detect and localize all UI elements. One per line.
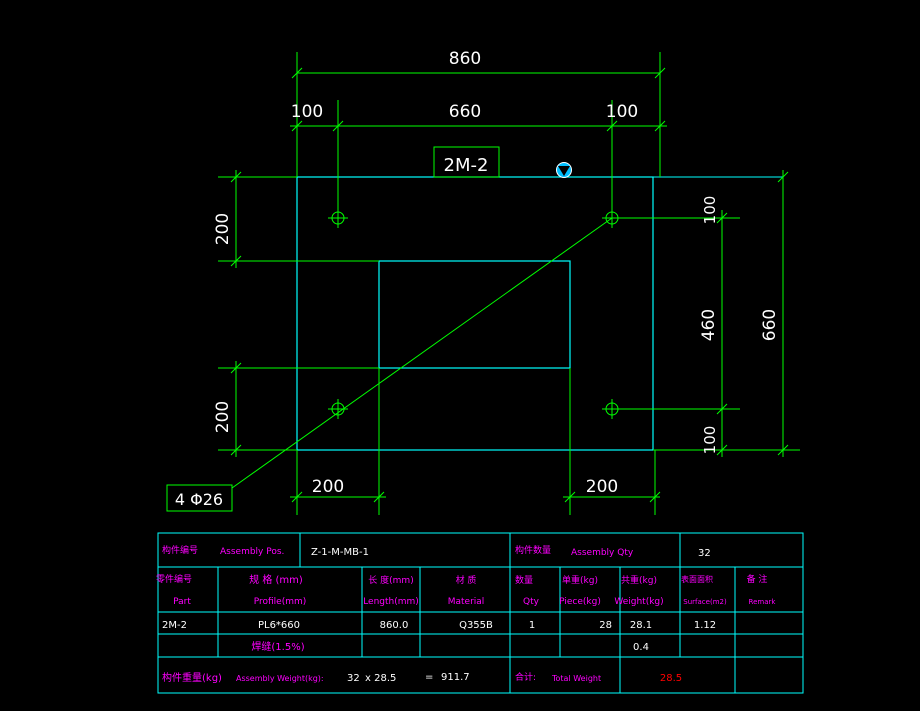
row-profile: PL6*660: [258, 620, 300, 631]
row-length: 860.0: [380, 620, 409, 631]
header-remark-cn: 备 注: [747, 573, 768, 585]
hole-top-right: [602, 208, 622, 228]
header-qty-cn: 数量: [515, 574, 533, 586]
header-piece-cn: 单重(kg): [562, 574, 598, 586]
part-label-box: 2M-2: [433, 146, 500, 178]
row-weight: 28.1: [630, 620, 652, 631]
total-cn: 构件重量(kg): [162, 671, 222, 684]
weld-weight: 0.4: [633, 642, 649, 653]
header-material-cn: 材 质: [456, 574, 477, 586]
dim-right-mid: 460: [699, 309, 719, 341]
row-part: 2M-2: [162, 620, 187, 631]
header-profile-en: Profile(mm): [254, 597, 307, 607]
dim-right-top: 100: [701, 196, 719, 225]
row-material: Q355B: [459, 620, 493, 631]
dim-right-bottom: 100: [701, 426, 719, 455]
header-weight-en: Weight(kg): [614, 597, 663, 607]
header-profile-cn: 规 格 (mm): [249, 573, 303, 586]
header-material-en: Material: [448, 597, 485, 607]
header-surface-en: Surface(m2): [683, 598, 727, 606]
hole-bottom-right: [602, 399, 622, 419]
dim-bottom-left: 200: [312, 477, 344, 497]
sum-cn: 合计:: [515, 671, 536, 683]
plate: [296, 176, 654, 451]
assembly-pos-en: Assembly Pos.: [220, 547, 284, 557]
dimension-texts: 860 100 660 100 200 200 100 460 100 660 …: [213, 49, 780, 497]
total-value: 911.7: [441, 672, 470, 683]
hole-label-box: 4 Φ26: [166, 484, 233, 512]
cutout-outline: [378, 260, 571, 369]
sum-en: Total Weight: [551, 674, 601, 683]
assembly-pos-cn: 构件编号: [162, 544, 198, 556]
row-piece: 28: [599, 620, 612, 631]
dimension-lines: [218, 52, 800, 515]
assembly-qty-cn: 构件数量: [515, 544, 551, 556]
hole-label: 4 Φ26: [175, 490, 223, 509]
total-qty: 32: [347, 673, 360, 684]
total-times: x 28.5: [365, 673, 396, 684]
dim-bottom-right: 200: [586, 477, 618, 497]
dim-overall-width: 860: [449, 49, 481, 69]
assembly-qty-en: Assembly Qty: [571, 548, 634, 558]
dim-left-top: 200: [213, 213, 233, 245]
dim-edge-right: 100: [606, 102, 638, 122]
header-weight-cn: 共重(kg): [621, 574, 657, 586]
dim-left-bottom: 200: [213, 401, 233, 433]
plate-outline: [296, 176, 654, 451]
view-direction-triangle-icon: [556, 162, 572, 178]
hole-top-left: [328, 208, 348, 228]
row-surface: 1.12: [694, 620, 716, 631]
header-remark-en: Remark: [749, 598, 777, 606]
total-en: Assembly Weight(kg):: [236, 674, 324, 683]
holes: [328, 208, 622, 419]
bom-table: 构件编号 Assembly Pos. Z-1-M-MB-1 构件数量 Assem…: [156, 532, 804, 694]
row-qty: 1: [529, 620, 535, 631]
header-piece-en: Piece(kg): [559, 597, 601, 607]
weld-label: 焊缝(1.5%): [251, 640, 304, 653]
header-part-cn: 零件编号: [156, 573, 192, 585]
header-part-en: Part: [173, 597, 191, 607]
sum-value: 28.5: [660, 673, 682, 684]
dim-overall-height: 660: [760, 309, 780, 341]
assembly-pos-value: Z-1-M-MB-1: [311, 547, 369, 558]
header-surface-cn: 表面面积: [681, 574, 713, 584]
header-length-en: Length(mm): [363, 597, 419, 607]
hole-bottom-left: [328, 399, 348, 419]
dim-edge-left: 100: [291, 102, 323, 122]
total-eq: =: [425, 672, 433, 683]
header-qty-en: Qty: [523, 597, 540, 607]
part-label: 2M-2: [444, 155, 489, 176]
assembly-qty-value: 32: [698, 548, 711, 559]
header-length-cn: 长 度(mm): [368, 574, 413, 586]
dim-hole-spacing-x: 660: [449, 102, 481, 122]
